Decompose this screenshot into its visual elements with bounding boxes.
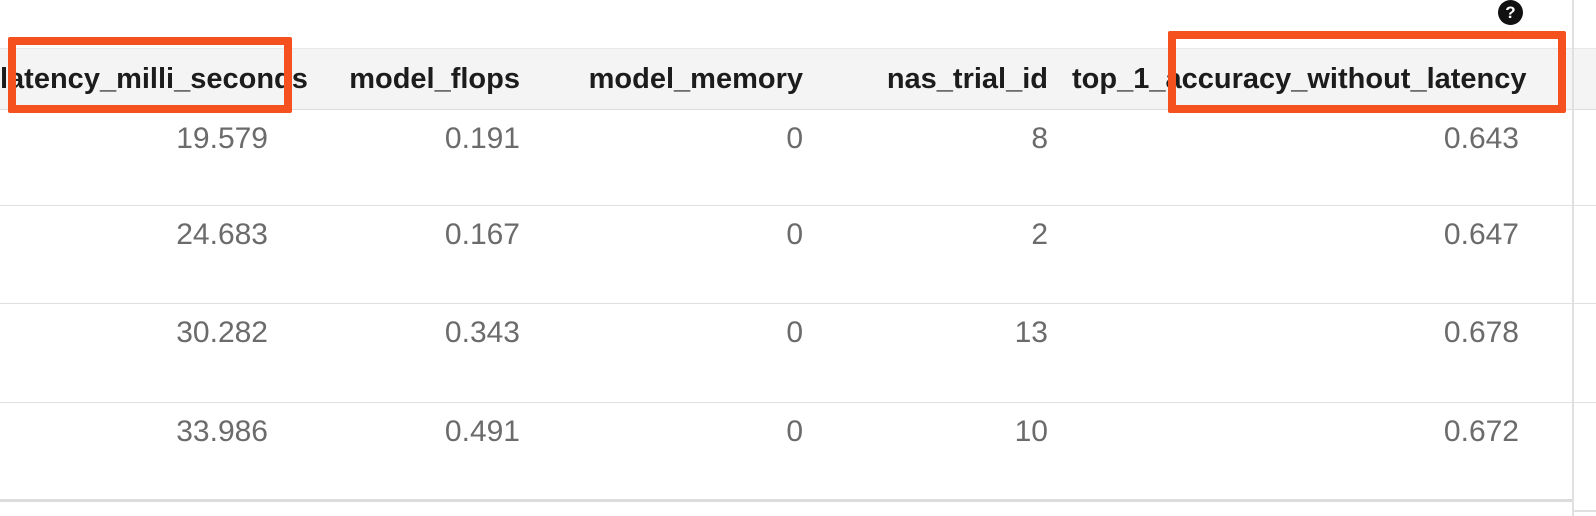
cell-model-flops: 0.343 [444,316,520,349]
cell-top-1-accuracy: 0.643 [1443,122,1519,155]
column-header-latency-milli-seconds[interactable]: latency_milli_seconds [0,62,308,95]
cell-top-1-accuracy: 0.647 [1443,218,1519,251]
cell-top-1-accuracy: 0.672 [1443,415,1519,448]
cell-model-memory: 0 [786,122,803,155]
table-row[interactable]: 33.986 0.491 0 10 0.672 [0,403,1596,499]
cell-model-flops: 0.491 [444,415,520,448]
cell-model-memory: 0 [786,316,803,349]
next-column-row-border [1574,510,1596,512]
cell-top-1-accuracy: 0.678 [1443,316,1519,349]
cell-nas-trial-id: 13 [1014,316,1048,349]
cell-model-flops: 0.191 [444,122,520,155]
help-icon[interactable]: ? [1498,0,1523,25]
table-bottom-border [0,499,1572,502]
next-column-divider [1572,0,1574,516]
cell-nas-trial-id: 8 [1031,122,1048,155]
cell-latency: 30.282 [176,316,268,349]
table-row[interactable]: 24.683 0.167 0 2 0.647 [0,206,1596,304]
cell-nas-trial-id: 10 [1014,415,1048,448]
table-header-row: latency_milli_seconds model_flops model_… [0,48,1596,110]
column-header-top-1-accuracy-without-latency[interactable]: top_1_accuracy_without_latency [1072,62,1527,95]
table-body: 19.579 0.191 0 8 0.643 24.683 0.167 0 2 … [0,110,1596,499]
cell-model-flops: 0.167 [444,218,520,251]
cell-model-memory: 0 [786,218,803,251]
column-header-model-memory[interactable]: model_memory [588,62,803,95]
table-row[interactable]: 30.282 0.343 0 13 0.678 [0,304,1596,403]
column-header-model-flops[interactable]: model_flops [349,62,520,95]
cell-nas-trial-id: 2 [1031,218,1048,251]
cell-latency: 33.986 [176,415,268,448]
cell-latency: 19.579 [176,122,268,155]
table-row[interactable]: 19.579 0.191 0 8 0.643 [0,110,1596,206]
column-header-nas-trial-id[interactable]: nas_trial_id [886,62,1048,95]
cell-latency: 24.683 [176,218,268,251]
cell-model-memory: 0 [786,415,803,448]
